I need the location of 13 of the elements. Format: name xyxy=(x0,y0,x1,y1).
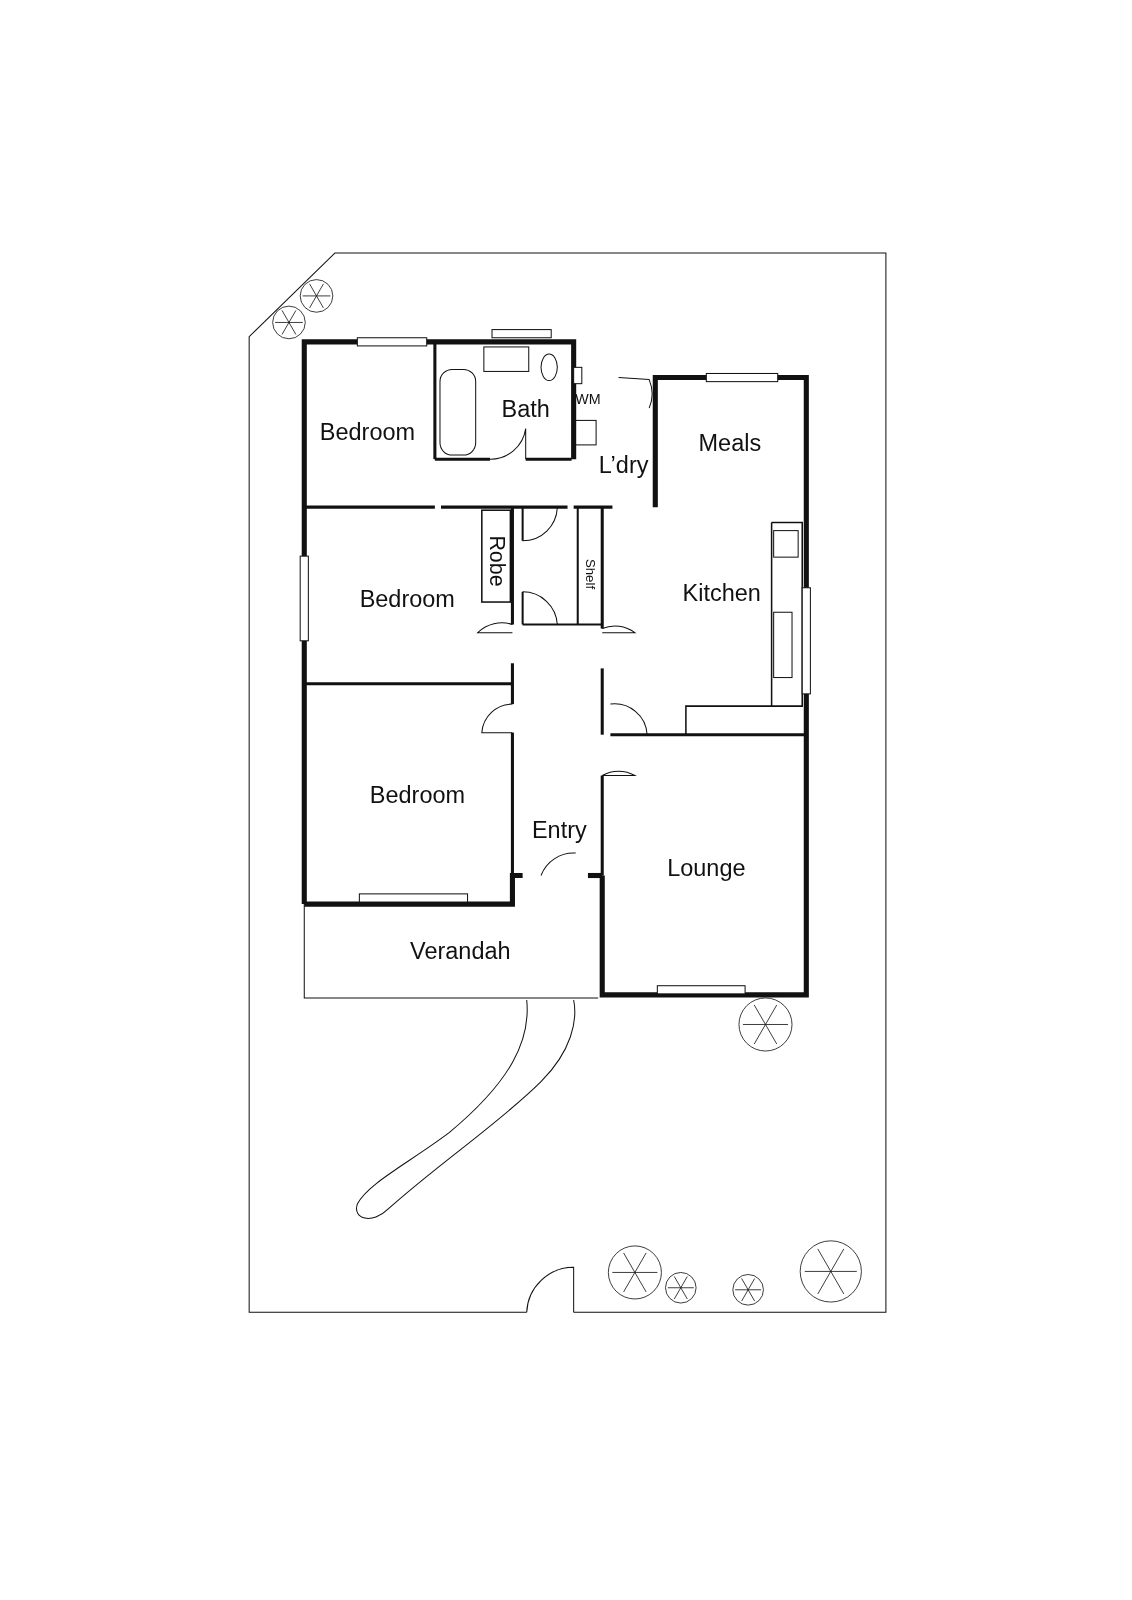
fixture-label: Shelf xyxy=(583,558,597,589)
room-label: Bedroom xyxy=(369,784,466,808)
room-label: Verandah xyxy=(410,940,511,965)
room-label: Meals xyxy=(698,432,762,456)
room-label: Robe xyxy=(485,535,507,587)
room-label: Bedroom xyxy=(319,421,416,445)
room-label: Lounge xyxy=(667,856,746,881)
room-label: L’dry xyxy=(598,454,649,479)
room-label: Bedroom xyxy=(359,588,455,612)
room-label: Bath xyxy=(501,398,550,423)
fixture-label: WM xyxy=(575,391,601,407)
room-label: Entry xyxy=(531,819,587,843)
room-label: Kitchen xyxy=(682,582,761,606)
